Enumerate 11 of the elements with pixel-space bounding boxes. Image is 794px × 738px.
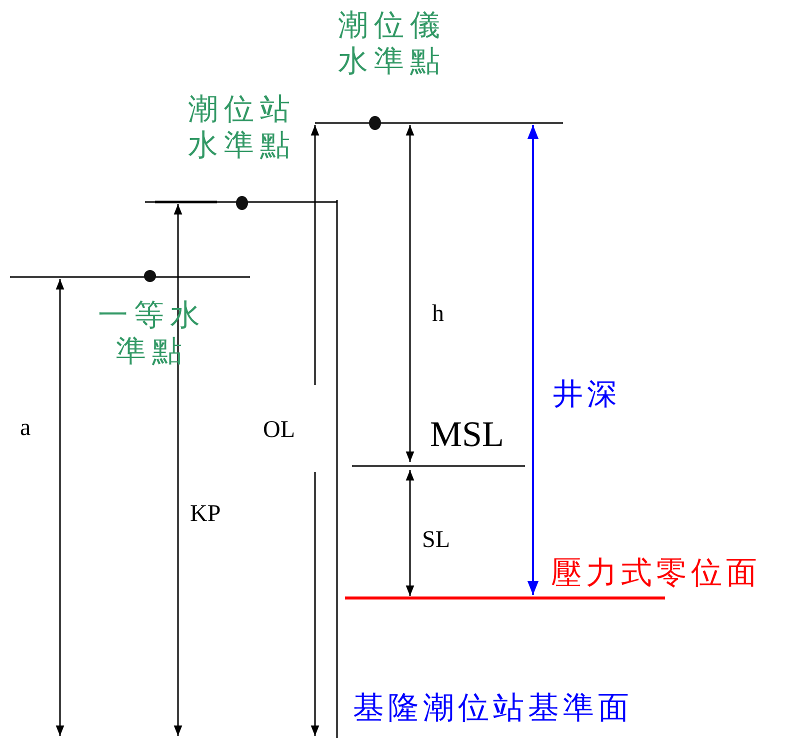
dimension-label: h — [432, 300, 444, 329]
level-label: 壓力式零位面 — [551, 555, 761, 592]
level-label: MSL — [430, 413, 504, 456]
dimension-label: OL — [263, 416, 295, 445]
dimension-label: a — [20, 414, 31, 443]
dimension-label: 井深 — [553, 377, 621, 413]
level-label: 潮位儀水準點 — [337, 8, 447, 80]
dimension-label: SL — [422, 526, 450, 555]
dimension-label: KP — [190, 500, 221, 529]
level-label: 基隆潮位站基準面 — [353, 690, 633, 728]
level-label: 潮位站水準點 — [187, 92, 297, 164]
